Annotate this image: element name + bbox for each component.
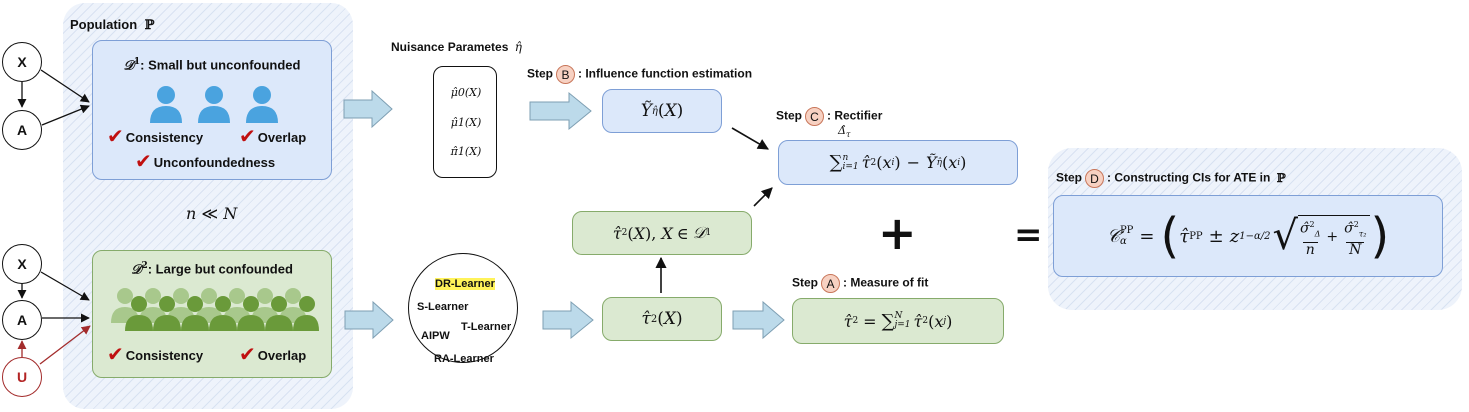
people-group — [150, 86, 278, 123]
node-x-top: X — [2, 42, 42, 82]
rectifier-symbol: Δ̂τ — [838, 124, 851, 140]
learner-ra: RA-Learner — [434, 353, 494, 365]
d1-check-consistency: ✔Consistency — [107, 126, 204, 148]
step-b-badge: B — [556, 65, 576, 84]
equals-operator: = — [1014, 215, 1043, 255]
d1-box: 𝒟1: Small but unconfounded ✔Consistency … — [92, 40, 332, 180]
d2-check-consistency: ✔Consistency — [107, 344, 204, 366]
nuisance-mu1: μ̂1(X) — [450, 116, 482, 129]
d2-box: 𝒟2: Large but confounded ✔Consistency ✔O… — [92, 250, 332, 378]
d2-label: : Large but confounded — [147, 261, 293, 277]
check-icon: ✔ — [107, 126, 124, 148]
nuisance-box: μ̂0(X) μ̂1(X) π̂1(X) — [433, 66, 497, 178]
node-a-top: A — [2, 110, 42, 150]
tau-box: τ̂2(X) — [602, 297, 722, 341]
d2-check-overlap: ✔Overlap — [239, 344, 307, 366]
block-arrow-icon — [542, 300, 594, 340]
person-icon — [150, 86, 182, 123]
edge-x-outcome-top — [40, 69, 90, 103]
plus-operator: + — [878, 206, 917, 260]
block-arrow-icon — [344, 300, 394, 340]
arrow-y-to-rectifier — [731, 127, 769, 150]
check-icon: ✔ — [135, 151, 152, 173]
block-arrow-icon — [529, 91, 592, 131]
edge-x-outcome-bottom — [40, 271, 90, 301]
sample-size-relation: n ≪ N — [186, 204, 238, 223]
learner-aipw: AIPW — [421, 330, 450, 342]
learners-circle: DR-Learner S-Learner T-Learner AIPW RA-L… — [408, 253, 518, 365]
learner-s: S-Learner — [417, 301, 469, 313]
edge-u-outcome — [39, 325, 91, 365]
check-icon: ✔ — [239, 126, 256, 148]
person-icon — [246, 86, 278, 123]
node-x-bottom: X — [2, 244, 42, 284]
learner-t: T-Learner — [461, 321, 512, 333]
nuisance-title: Nuisance Parametes η̂ — [391, 40, 522, 54]
population-symbol: ℙ — [144, 18, 155, 33]
d1-label: : Small but unconfounded — [140, 57, 301, 73]
person-icon — [198, 86, 230, 123]
check-icon: ✔ — [107, 344, 124, 366]
crowd-icon — [111, 288, 319, 331]
d1-check-unconfoundedness: ✔Unconfoundedness — [135, 151, 276, 173]
node-u: U — [2, 357, 42, 397]
d1-title: 𝒟1: Small but unconfounded — [123, 57, 301, 74]
learner-dr: DR-Learner — [435, 278, 495, 290]
step-d-badge: D — [1085, 169, 1105, 188]
edge-a-outcome-top — [41, 104, 90, 126]
population-title: Population ℙ — [70, 17, 155, 33]
step-a-badge: A — [821, 274, 841, 293]
arrow-tau-to-rectifier — [753, 187, 773, 207]
nuisance-mu0: μ̂0(X) — [450, 86, 482, 99]
d1-check-overlap: ✔Overlap — [239, 126, 307, 148]
population-title-text: Population — [70, 17, 138, 32]
step-c-badge: C — [805, 107, 825, 126]
nuisance-pi1: π̂1(X) — [450, 145, 482, 158]
d2-title: 𝒟2: Large but confounded — [131, 261, 293, 278]
block-arrow-icon — [343, 89, 393, 129]
check-icon: ✔ — [239, 344, 256, 366]
node-a-bottom: A — [2, 300, 42, 340]
block-arrow-icon — [732, 300, 785, 340]
